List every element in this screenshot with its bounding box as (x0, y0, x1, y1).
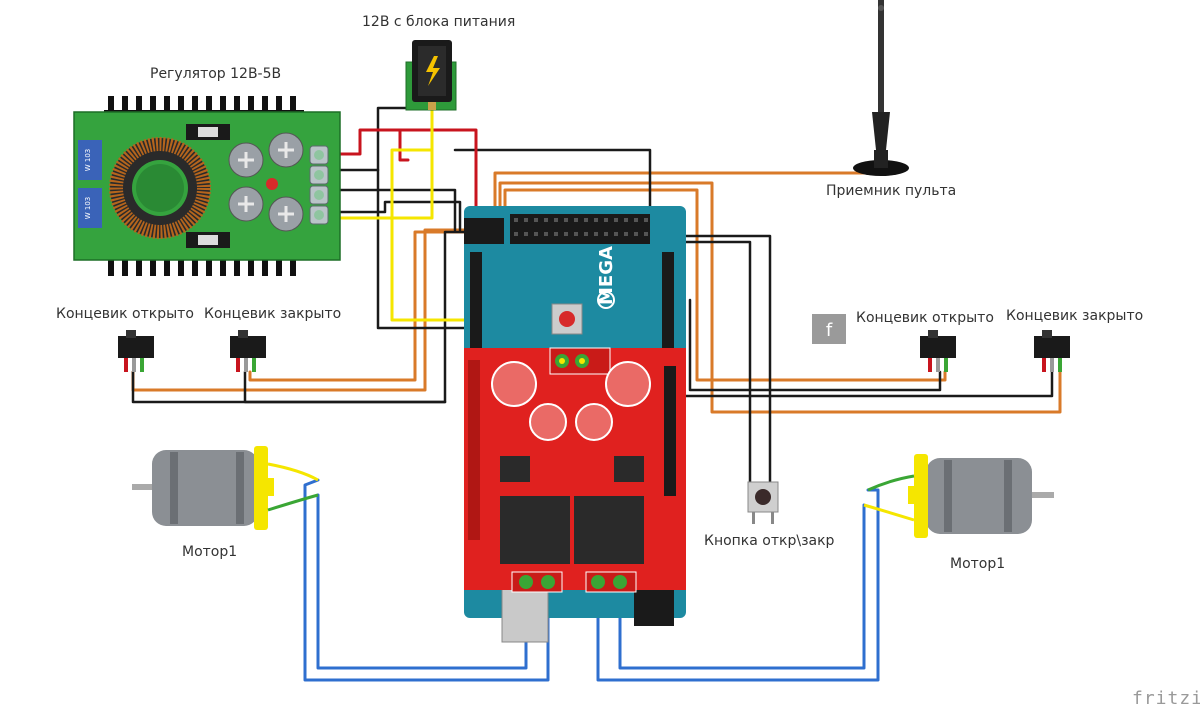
limit-switch-open-left (118, 330, 154, 372)
label-power-supply: 12В с блока питания (362, 14, 516, 30)
label-limit-open-left: Концевик открыто (56, 306, 194, 322)
limit-switch-closed-left (230, 330, 266, 372)
motor-shield (464, 347, 686, 593)
regulator-module: W 103 W 103 (73, 96, 341, 276)
fritzing-logo: fritzing (1132, 688, 1200, 709)
svg-text:f: f (826, 320, 833, 341)
note-icon: f (812, 314, 846, 344)
label-receiver: Приемник пульта (826, 183, 957, 199)
push-button-icon (747, 481, 779, 524)
wire-red-1 (320, 128, 478, 234)
label-regulator: Регулятор 12В-5В (150, 66, 282, 82)
label-motor-right: Мотор1 (950, 556, 1006, 572)
label-motor-left: Мотор1 (182, 544, 238, 560)
label-button: Кнопка откр\закр (704, 533, 835, 549)
power-jack-icon (405, 40, 457, 111)
limit-switch-open-right (920, 330, 956, 372)
antenna-icon (853, 0, 909, 176)
wire-blue-1 (303, 478, 550, 682)
wire-black-7 (648, 234, 772, 487)
wire-yellow-2 (320, 148, 434, 220)
label-limit-open-right: Концевик открыто (856, 310, 994, 326)
wire-orange-2 (503, 188, 947, 382)
motor-left (132, 446, 319, 530)
wire-blue-3 (596, 488, 880, 682)
wire-blue-4 (618, 503, 866, 670)
wire-black-11 (320, 200, 462, 232)
wire-red-2 (398, 128, 410, 162)
wire-black-1 (320, 188, 457, 232)
wire-orange-4 (248, 230, 472, 382)
label-limit-closed-right: Концевик закрыто (1006, 308, 1144, 324)
motor-right (863, 454, 1054, 538)
label-limit-closed-left: Концевик закрыто (204, 306, 342, 322)
svg-text:W 103: W 103 (84, 149, 92, 172)
wire-black-4 (453, 148, 652, 232)
wire-black-6 (243, 370, 447, 404)
limit-switch-closed-right (1034, 330, 1070, 372)
wire-black-9 (688, 298, 942, 392)
svg-text:W 103: W 103 (84, 197, 92, 220)
wire-orange-1 (498, 181, 1062, 414)
arduino-mega-label: MEGA (596, 246, 617, 305)
